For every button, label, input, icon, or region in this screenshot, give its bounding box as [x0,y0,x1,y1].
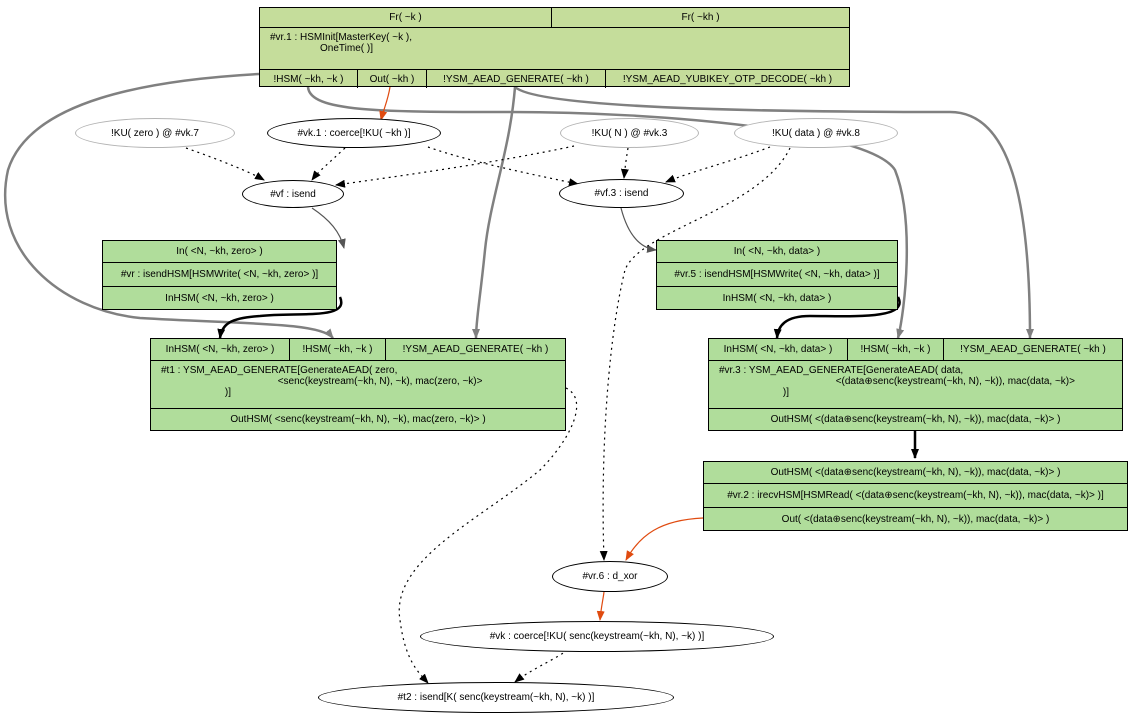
isend-hsm-data-rule: In( <N, ~kh, data> ) #vr.5 : isendHSM[HS… [656,240,898,310]
conclusion-out-kh: Out( ~kh ) [358,70,427,88]
rule-conclusions: InHSM( <N, ~kh, data> ) [657,287,897,309]
edge-out-kh-to-coerce [379,86,391,121]
action-generate-aead-zero: #t1 : YSM_AEAD_GENERATE[GenerateAEAD( ze… [161,365,483,398]
edge-coerce-to-vf [311,147,346,181]
rule-action: #vr : isendHSM[HSMWrite( <N, ~kh, zero> … [103,263,336,287]
irecv-hsm-rule: OutHSM( <(data⊕senc(keystream(~kh, N), ~… [703,461,1128,531]
premise-inhsm-data: InHSM( <N, ~kh, data> ) [709,339,848,360]
rule-premises: InHSM( <N, ~kh, zero> ) !HSM( ~kh, ~k ) … [151,339,565,361]
premise-ysm-aead-generate: !YSM_AEAD_GENERATE( ~kh ) [960,344,1106,355]
edge-ku-n-to-vf [335,145,575,188]
action-hsm-read: #vr.2 : irecvHSM[HSMRead( <(data⊕senc(ke… [727,490,1104,501]
premise-in-zero: In( <N, ~kh, zero> ) [176,246,263,257]
action-hsm-write-data: #vr.5 : isendHSM[HSMWrite( <N, ~kh, data… [674,269,880,280]
edge-hsm-to-aead-data [306,86,909,339]
rule-conclusions: Out( <(data⊕senc(keystream(~kh, N), ~k))… [704,508,1127,530]
edge-ku-zero-to-vf [185,147,265,181]
isend-hsm-zero-rule: In( <N, ~kh, zero> ) #vr : isendHSM[HSMW… [102,240,337,310]
ku-zero-node: !KU( zero ) @ #vk.7 [75,118,235,148]
coerce-senc-node: #vk : coerce[!KU( senc(keystream(~kh, N)… [420,621,774,652]
conclusion-outhsm-data: OutHSM( <(data⊕senc(keystream(~kh, N), ~… [770,414,1061,425]
premise-hsm: !HSM( ~kh, ~k ) [290,339,386,360]
rule-action: #vr.2 : irecvHSM[HSMRead( <(data⊕senc(ke… [704,484,1127,508]
rule-premises: OutHSM( <(data⊕senc(keystream(~kh, N), ~… [704,462,1127,484]
premise-ysm-aead-generate: !YSM_AEAD_GENERATE( ~kh ) [402,344,549,355]
conclusion-ysm-otp-decode: !YSM_AEAD_YUBIKEY_OTP_DECODE( ~kh ) [622,73,833,85]
conclusion-hsm: !HSM( ~kh, ~k ) [260,70,358,88]
rule-premises: Fr( ~k ) Fr( ~kh ) [260,8,849,28]
rule-conclusions: OutHSM( <senc(keystream(~kh, N), ~k), ma… [151,409,565,430]
ku-data-node: !KU( data ) @ #vk.8 [734,118,898,148]
edge-coerce-senc-to-t2 [514,649,569,683]
edge-ku-n-to-vf3 [620,147,629,179]
rule-action: #vr.5 : isendHSM[HSMWrite( <N, ~kh, data… [657,263,897,287]
premise-fresh-k: Fr( ~k ) [260,8,552,27]
action-hsm-write-zero: #vr : isendHSM[HSMWrite( <N, ~kh, zero> … [120,269,319,280]
isend-vf3-node: #vf.3 : isend [559,179,684,208]
d-xor-node: #vr.6 : d_xor [552,561,668,592]
edge-ku-data-to-d-xor [599,147,791,561]
action-hsm-init: #vr.1 : HSMInit[MasterKey( ~k ), OneTime… [270,32,412,54]
rule-action: #vr.1 : HSMInit[MasterKey( ~k ), OneTime… [260,28,849,70]
isend-t2-node: #t2 : isend[K( senc(keystream(~kh, N), ~… [318,682,674,713]
edge-vf3-to-in-data [620,207,657,253]
rule-action: #t1 : YSM_AEAD_GENERATE[GenerateAEAD( ze… [151,361,565,409]
premise-fresh-kh: Fr( ~kh ) [681,12,720,23]
rule-action: #vr.3 : YSM_AEAD_GENERATE[GenerateAEAD( … [709,361,1122,409]
edge-ysm-to-aead-data [514,86,1034,339]
action-generate-aead-data: #vr.3 : YSM_AEAD_GENERATE[GenerateAEAD( … [719,365,1075,398]
conclusion-out-data: Out( <(data⊕senc(keystream(~kh, N), ~k))… [781,513,1050,525]
rule-conclusions: InHSM( <N, ~kh, zero> ) [103,287,336,309]
edge-ku-data-to-vf3 [665,146,771,183]
setup-rule: Fr( ~k ) Fr( ~kh ) #vr.1 : HSMInit[Maste… [259,7,850,88]
premise-hsm: !HSM( ~kh, ~k ) [848,339,944,360]
edge-vf-to-in-zero [311,207,346,249]
edge-hsm-to-aead-zero [3,72,334,339]
rule-premises: InHSM( <N, ~kh, data> ) !HSM( ~kh, ~k ) … [709,339,1122,361]
aead-generate-data-rule: InHSM( <N, ~kh, data> ) !HSM( ~kh, ~k ) … [708,338,1123,431]
rule-premises: In( <N, ~kh, data> ) [657,241,897,263]
conclusion-inhsm-zero: InHSM( <N, ~kh, zero> ) [165,292,274,304]
premise-in-data: In( <N, ~kh, data> ) [733,246,821,257]
premise-inhsm-zero: InHSM( <N, ~kh, zero> ) [151,339,290,360]
conclusion-outhsm-zero: OutHSM( <senc(keystream(~kh, N), ~k), ma… [230,414,486,425]
coerce-ku-kh-node: #vk.1 : coerce[!KU( ~kh )] [267,118,441,148]
edge-d-xor-to-coerce [596,591,605,621]
premise-outhsm-data: OutHSM( <(data⊕senc(keystream(~kh, N), ~… [770,467,1061,478]
rule-conclusions: !HSM( ~kh, ~k ) Out( ~kh ) !YSM_AEAD_GEN… [260,70,849,88]
aead-generate-zero-rule: InHSM( <N, ~kh, zero> ) !HSM( ~kh, ~k ) … [150,338,566,431]
isend-vf-node: #vf : isend [242,180,344,208]
ku-n-node: !KU( N ) @ #vk.3 [560,118,699,148]
edge-out-to-d-xor [625,517,704,561]
edge-aead-zero-to-t2 [398,387,578,684]
rule-premises: In( <N, ~kh, zero> ) [103,241,336,263]
edge-ysm-to-aead-zero [472,86,517,339]
edge-coerce-to-vf3 [427,146,579,187]
conclusion-ysm-aead-generate: !YSM_AEAD_GENERATE( ~kh ) [427,70,606,88]
conclusion-inhsm-data: InHSM( <N, ~kh, data> ) [722,292,832,304]
rule-conclusions: OutHSM( <(data⊕senc(keystream(~kh, N), ~… [709,409,1122,430]
